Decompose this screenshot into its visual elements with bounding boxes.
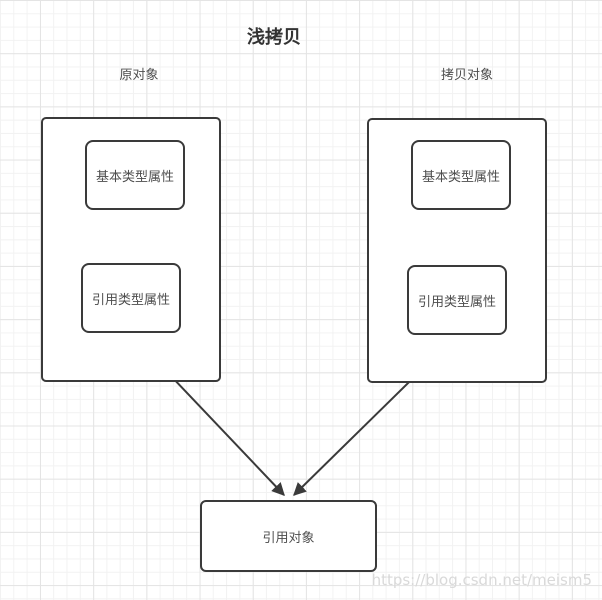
right-group-label: 拷贝对象 bbox=[440, 68, 494, 83]
shared-reference-object-box: 引用对象 bbox=[200, 500, 377, 572]
watermark-text: https://blog.csdn.net/meism5 bbox=[371, 571, 592, 589]
original-object-box: 基本类型属性 引用类型属性 bbox=[41, 117, 221, 382]
original-basic-type-box: 基本类型属性 bbox=[85, 140, 185, 210]
copy-reference-type-box: 引用类型属性 bbox=[407, 265, 507, 335]
left-group-label: 原对象 bbox=[119, 68, 159, 83]
copy-basic-type-box: 基本类型属性 bbox=[411, 140, 511, 210]
copy-object-box: 基本类型属性 引用类型属性 bbox=[367, 118, 547, 383]
original-reference-type-box: 引用类型属性 bbox=[81, 263, 181, 333]
diagram-title: 浅拷贝 bbox=[247, 27, 301, 48]
